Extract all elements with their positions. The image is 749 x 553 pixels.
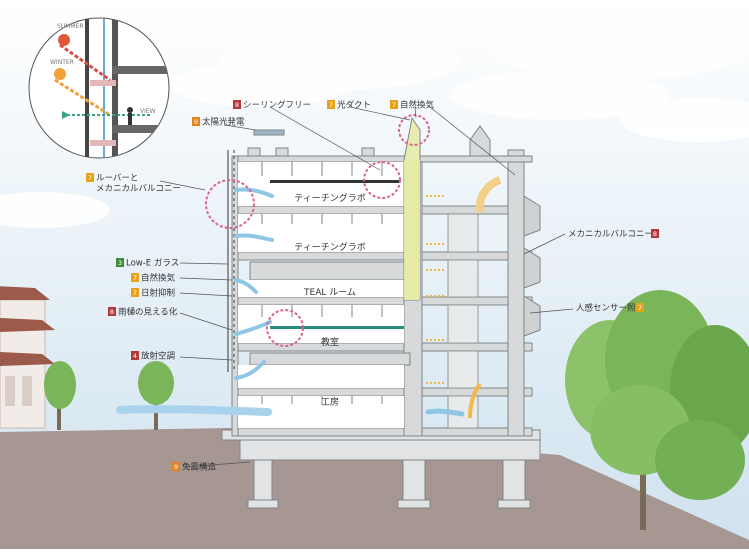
room-teal: TEAL ルーム (303, 287, 356, 298)
svg-text:9: 9 (194, 118, 198, 126)
svg-text:太陽光発電: 太陽光発電 (202, 117, 245, 128)
svg-text:7: 7 (133, 274, 137, 282)
exhaust-arrow-lower (468, 382, 482, 419)
callout-solar-power: 9 太陽光発電 (192, 117, 245, 128)
svg-text:7: 7 (392, 101, 396, 109)
callout-mechanical-balcony: メカニカルバルコニー 8 (568, 229, 659, 240)
svg-text:自然換気: 自然換気 (141, 273, 176, 284)
ground (0, 428, 749, 549)
light-arrows (426, 195, 444, 384)
svg-text:光ダクト: 光ダクト (337, 100, 371, 111)
room-teaching-lab-2: ティーチングラボ (294, 241, 365, 253)
svg-text:雨樋の見える化: 雨樋の見える化 (118, 307, 178, 318)
exhaust-arrow (475, 176, 502, 213)
inset-summer-label: SUMMER (57, 23, 84, 30)
light-duct (403, 116, 421, 301)
callout-natural-vent-left: 7 自然換気 (131, 273, 176, 284)
svg-text:人感センサー照明: 人感センサー照明 (576, 303, 644, 314)
callout-motion-lighting: 人感センサー照明 7 (576, 303, 644, 314)
callout-radiant-cooling: 4 放射空調 (131, 351, 175, 362)
callout-light-duct: 7 光ダクト (327, 100, 371, 111)
room-fills (238, 162, 404, 428)
clouds (0, 10, 749, 228)
inset-view-label: VIEW (140, 108, 156, 115)
svg-text:放射空調: 放射空調 (141, 351, 175, 362)
svg-text:3: 3 (118, 259, 122, 267)
svg-text:メカニカルバルコニー: メカニカルバルコニー (568, 230, 653, 240)
building-structure (231, 149, 533, 437)
svg-text:7: 7 (88, 174, 92, 182)
inset-detail: SUMMER WINTER VIEW (28, 17, 170, 159)
svg-text:メカニカルバルコニー: メカニカルバルコニー (96, 184, 181, 194)
svg-text:8: 8 (235, 101, 239, 109)
callout-louver-balcony: 7 ルーバーと メカニカルバルコニー (86, 173, 181, 194)
callout-rain-visible: 8 雨樋の見える化 (108, 307, 178, 318)
callout-low-e: 3 Low-E ガラス (116, 258, 179, 269)
svg-text:7: 7 (133, 289, 137, 297)
svg-text:免震構造: 免震構造 (182, 462, 217, 473)
svg-text:シーリングフリー: シーリングフリー (243, 100, 311, 111)
svg-text:7: 7 (638, 304, 642, 312)
svg-text:日射抑制: 日射抑制 (141, 288, 175, 299)
roof-equipment (247, 125, 491, 157)
callout-seismic-isolation: 9 免震構造 (172, 462, 217, 473)
mechanical-balcony-units (523, 195, 541, 337)
room-teaching-lab-1: ティーチングラボ (294, 192, 365, 204)
leader-lines (159, 106, 574, 468)
inset-winter-label: WINTER (50, 59, 74, 66)
svg-text:9: 9 (174, 463, 178, 471)
room-workshop: 工房 (321, 396, 339, 408)
svg-text:7: 7 (329, 101, 333, 109)
svg-text:8: 8 (653, 230, 657, 238)
svg-text:8: 8 (110, 308, 114, 316)
trees-right (565, 290, 749, 530)
callout-solar-shading: 7 日射抑制 (131, 288, 175, 299)
highlight-rings (205, 114, 430, 347)
callout-sealing-free: 8 シーリングフリー (233, 100, 311, 111)
louvers-left (227, 150, 235, 372)
svg-text:Low-E ガラス: Low-E ガラス (126, 258, 179, 269)
svg-text:自然換気: 自然換気 (400, 100, 435, 111)
callout-natural-vent-top: 7 自然換気 (390, 100, 435, 111)
svg-text:ルーバーと: ルーバーと (96, 174, 138, 184)
svg-text:4: 4 (133, 352, 137, 360)
neighbor-building (0, 286, 55, 429)
room-classroom: 教室 (321, 336, 339, 348)
stairs (447, 213, 479, 429)
